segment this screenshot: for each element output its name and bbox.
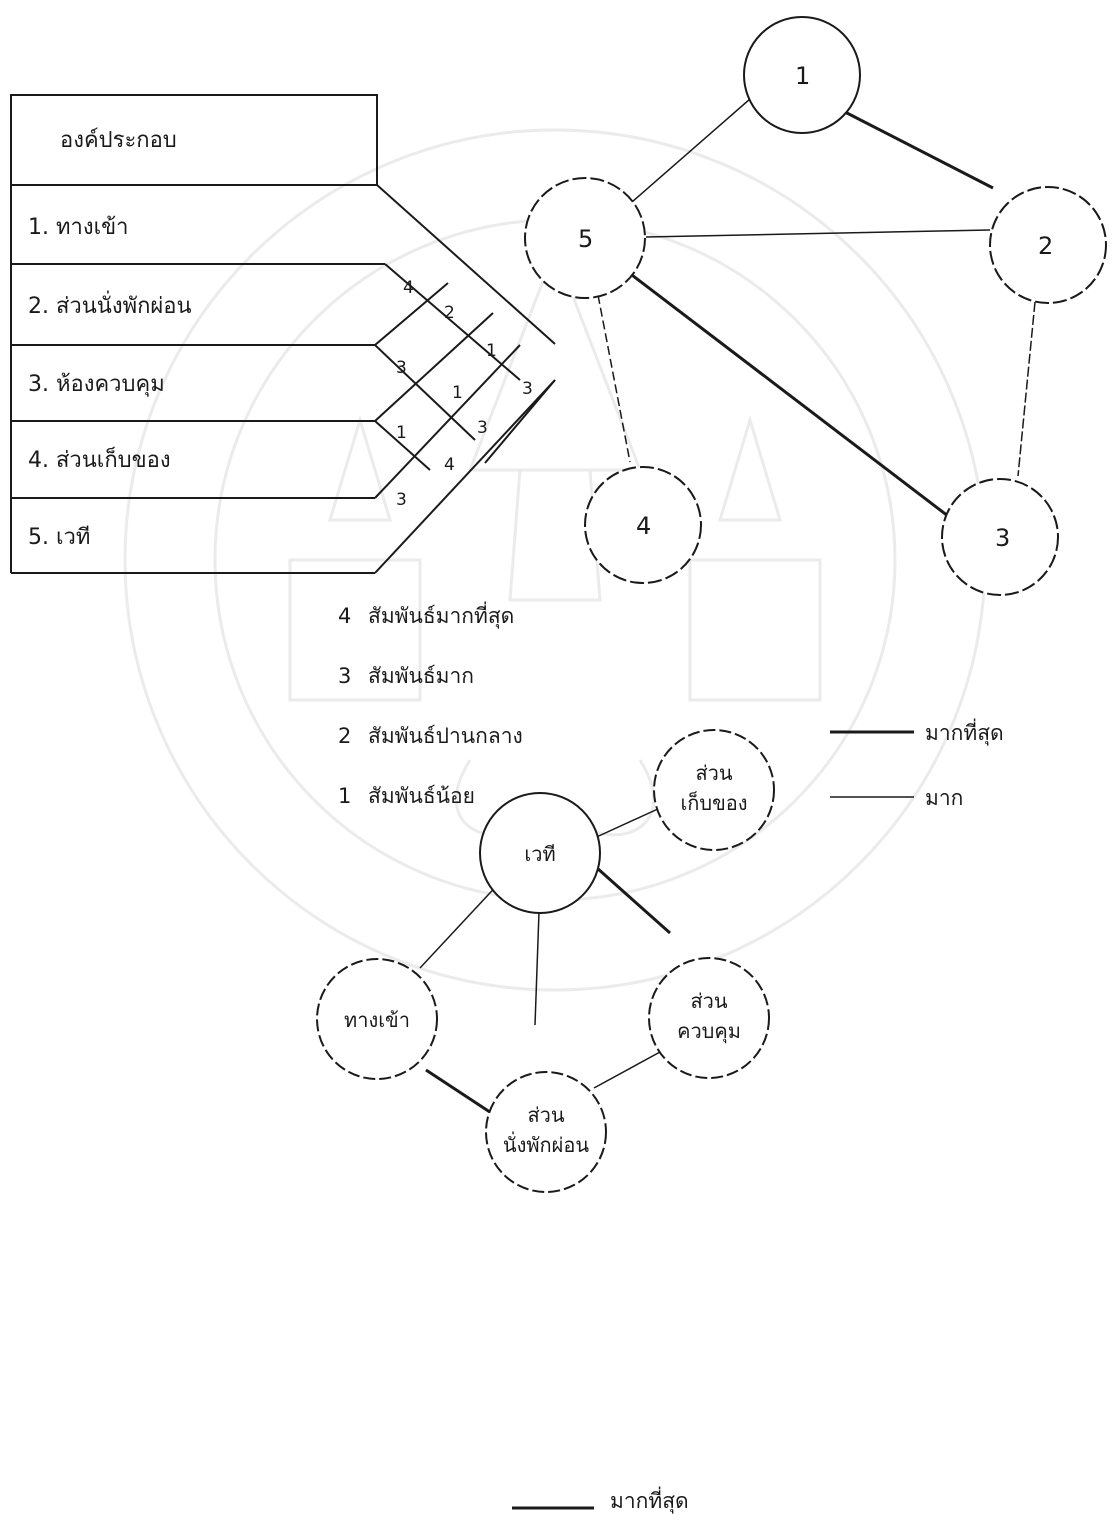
bottom-graph-labels: เวที ส่วน เก็บของ ทางเข้า ส่วน ควบคุม ส่… bbox=[344, 761, 748, 1157]
bottom-node-lounge-label-2: นั่งพักผ่อน bbox=[503, 1131, 589, 1157]
line-legend: มากที่สุด มาก bbox=[830, 718, 1004, 810]
bottom-legend: มากที่สุด bbox=[512, 1486, 689, 1514]
bottom-node-lounge bbox=[485, 1071, 607, 1193]
top-node-2-label: 2 bbox=[1038, 232, 1053, 260]
rating-label-1: สัมพันธ์น้อย bbox=[368, 784, 475, 808]
table-header: องค์ประกอบ bbox=[60, 128, 177, 153]
line-legend-thick-label: มากที่สุด bbox=[925, 718, 1004, 746]
matrix-cell-3-5: 4 bbox=[444, 455, 455, 475]
top-edge-5-3 bbox=[627, 270, 949, 518]
top-node-5-label: 5 bbox=[578, 225, 593, 253]
bottom-legend-label: มากที่สุด bbox=[610, 1486, 689, 1514]
bottom-edge-stage-entrance bbox=[419, 879, 503, 969]
top-node-4 bbox=[584, 466, 702, 584]
bottom-node-storage-label-1: ส่วน bbox=[695, 761, 732, 785]
top-edge-1-5 bbox=[631, 91, 759, 203]
bottom-graph-edges bbox=[419, 807, 671, 1122]
bottom-edge-stage-storage bbox=[589, 807, 661, 841]
rating-value-3: 3 bbox=[338, 664, 351, 688]
top-node-1 bbox=[743, 16, 861, 134]
bottom-edge-lounge-control bbox=[593, 1051, 661, 1089]
bottom-node-storage bbox=[653, 729, 775, 851]
top-edge-1-2 bbox=[844, 110, 994, 190]
rating-value-4: 4 bbox=[338, 604, 351, 628]
top-node-1-label: 1 bbox=[795, 62, 810, 90]
table-row-1: 1. ทางเข้า bbox=[28, 215, 129, 240]
component-table bbox=[10, 94, 556, 574]
bottom-node-stage-label: เวที bbox=[524, 842, 555, 866]
top-graph-nodes bbox=[524, 16, 1107, 596]
bottom-node-control-label-2: ควบคุม bbox=[677, 1019, 741, 1044]
matrix-cell-1-2: 4 bbox=[403, 278, 414, 298]
component-table-text: องค์ประกอบ 1. ทางเข้า 2. ส่วนนั่งพักผ่อน… bbox=[28, 128, 192, 550]
top-graph-labels: 1 2 3 4 5 bbox=[578, 62, 1053, 552]
rating-label-3: สัมพันธ์มาก bbox=[368, 664, 474, 688]
top-node-5 bbox=[524, 177, 646, 299]
rating-label-4: สัมพันธ์มากที่สุด bbox=[368, 601, 514, 629]
bottom-edge-stage-control bbox=[596, 866, 671, 935]
bottom-node-lounge-label-1: ส่วน bbox=[527, 1103, 564, 1127]
bottom-node-control-label-1: ส่วน bbox=[690, 989, 727, 1013]
bottom-graph-nodes bbox=[316, 729, 775, 1193]
top-node-2 bbox=[989, 186, 1107, 304]
bottom-node-entrance bbox=[316, 958, 438, 1080]
table-row-3: 3. ห้องควบคุม bbox=[28, 372, 165, 397]
top-graph-edges bbox=[597, 91, 1036, 518]
matrix-cell-1-4: 1 bbox=[486, 341, 497, 361]
matrix-values: 4 2 1 3 3 1 3 1 4 3 bbox=[396, 278, 533, 510]
bottom-node-entrance-label: ทางเข้า bbox=[344, 1008, 410, 1032]
bottom-node-stage bbox=[479, 792, 601, 914]
rating-value-1: 1 bbox=[338, 784, 351, 808]
matrix-cell-2-5: 3 bbox=[477, 418, 488, 438]
bottom-node-control bbox=[648, 957, 770, 1079]
matrix-cell-1-3: 2 bbox=[444, 303, 455, 323]
top-node-4-label: 4 bbox=[636, 512, 651, 540]
top-edge-5-2 bbox=[645, 229, 991, 238]
matrix-cell-3-4: 1 bbox=[396, 423, 407, 443]
rating-label-2: สัมพันธ์ปานกลาง bbox=[368, 724, 523, 748]
table-row-4: 4. ส่วนเก็บของ bbox=[28, 445, 171, 473]
matrix-cell-4-5: 3 bbox=[396, 490, 407, 510]
rating-legend: 4 สัมพันธ์มากที่สุด 3 สัมพันธ์มาก 2 สัมพ… bbox=[338, 601, 523, 808]
matrix-cell-2-4: 1 bbox=[452, 383, 463, 403]
line-legend-thin-label: มาก bbox=[925, 786, 963, 810]
rating-value-2: 2 bbox=[338, 724, 351, 748]
table-row-2: 2. ส่วนนั่งพักผ่อน bbox=[28, 290, 192, 319]
bottom-node-storage-label-2: เก็บของ bbox=[680, 790, 747, 815]
top-node-3 bbox=[941, 478, 1059, 596]
top-edge-2-3 bbox=[1017, 301, 1036, 477]
top-node-3-label: 3 bbox=[995, 524, 1010, 552]
table-row-5: 5. เวที bbox=[28, 525, 90, 550]
bottom-edge-stage-lounge bbox=[534, 911, 540, 1026]
matrix-cell-1-5: 3 bbox=[522, 379, 533, 399]
top-edge-5-4 bbox=[597, 294, 631, 463]
matrix-cell-2-3: 3 bbox=[396, 358, 407, 378]
